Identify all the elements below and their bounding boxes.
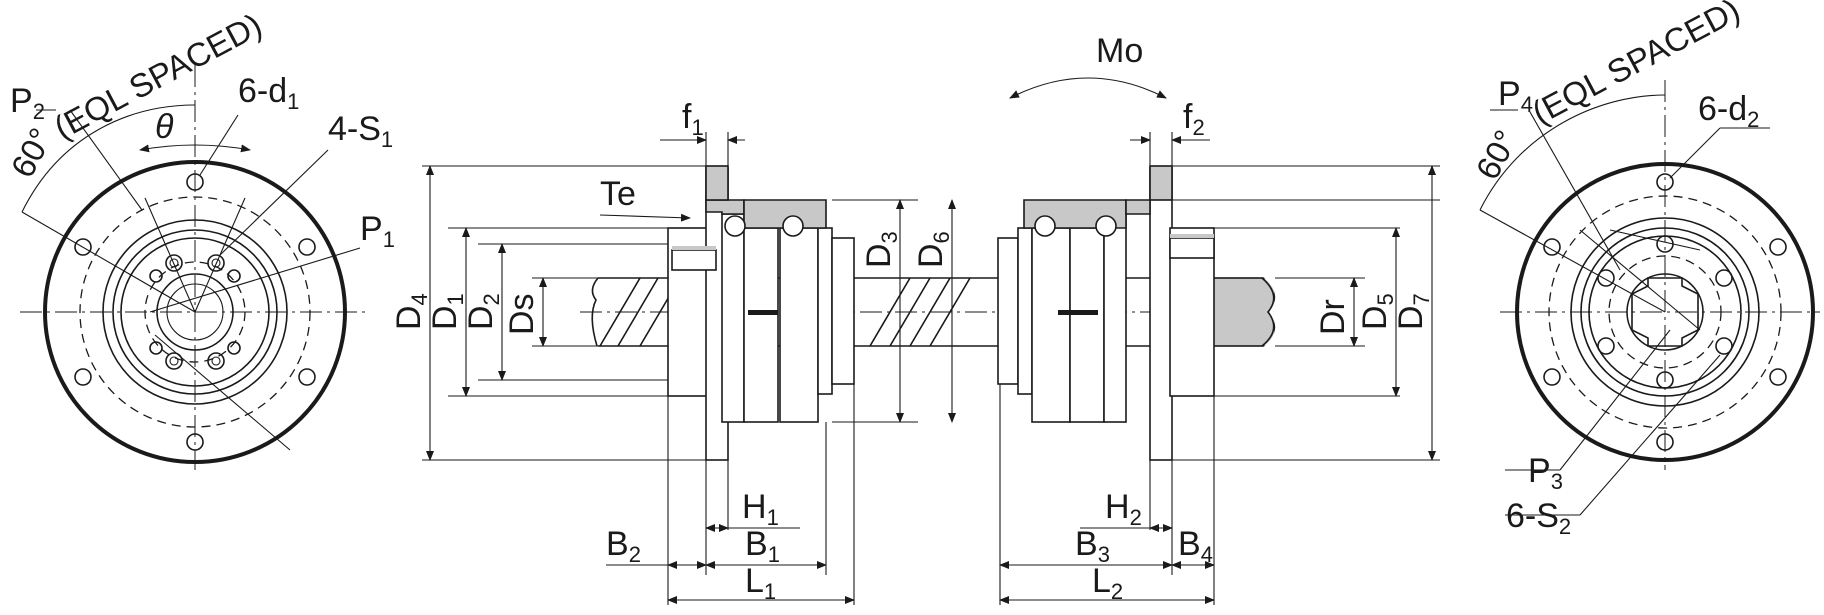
left-tapped-holes bbox=[149, 254, 241, 370]
left-end-labels: P2 60° (EQL SPACED) 6-d1 θ 4-S1 P1 bbox=[4, 6, 395, 252]
label-d3: D3 bbox=[860, 231, 902, 268]
label-p4: P4 bbox=[1498, 75, 1533, 117]
label-d6: D6 bbox=[912, 231, 954, 268]
label-6-s2: 6-S2 bbox=[1506, 497, 1571, 539]
label-d1: D1 bbox=[426, 293, 468, 330]
left-nut-assembly bbox=[667, 165, 855, 461]
right-bolt-circle bbox=[1548, 195, 1782, 429]
label-mo: Mo bbox=[1096, 32, 1143, 70]
label-d4: D4 bbox=[390, 293, 432, 330]
left-flange-outer bbox=[43, 160, 347, 464]
label-60deg-left: 60° bbox=[4, 122, 60, 183]
label-l1: L1 bbox=[745, 562, 776, 604]
right-tapped-holes bbox=[1597, 235, 1733, 389]
dimension-lines bbox=[422, 77, 1440, 605]
label-d2: D2 bbox=[462, 293, 504, 330]
right-flange-outer bbox=[1515, 162, 1815, 462]
label-h2: H2 bbox=[1105, 488, 1142, 530]
label-ds: Ds bbox=[503, 293, 541, 335]
right-nut-assembly bbox=[997, 165, 1215, 461]
label-b4: B4 bbox=[1178, 525, 1213, 567]
label-h1: H1 bbox=[742, 488, 779, 530]
label-4-s1: 4-S1 bbox=[328, 110, 393, 152]
center-side-view: Mo f1 Te D4 D1 D2 Ds D3 D6 H1 B2 B1 L1 f… bbox=[390, 32, 1440, 605]
moment-arc bbox=[1009, 77, 1167, 99]
label-f1: f1 bbox=[682, 98, 704, 140]
right-end-view bbox=[1479, 80, 1820, 516]
left-flange-holes bbox=[74, 173, 316, 451]
center-labels: Mo f1 Te D4 D1 D2 Ds D3 D6 H1 B2 B1 L1 f… bbox=[390, 32, 1434, 604]
right-flange-holes bbox=[1543, 173, 1787, 451]
label-dr: Dr bbox=[1314, 299, 1352, 335]
spline-shaft-shading bbox=[1204, 277, 1276, 347]
label-60deg-right: 60° bbox=[1469, 124, 1525, 185]
label-p1: P1 bbox=[360, 210, 395, 252]
label-te: Te bbox=[600, 175, 636, 213]
label-p2: P2 bbox=[10, 82, 45, 124]
label-p3: P3 bbox=[1528, 452, 1563, 494]
label-b2: B2 bbox=[606, 525, 641, 567]
label-f2: f2 bbox=[1183, 98, 1205, 140]
label-l2: L2 bbox=[1092, 562, 1123, 604]
right-end-labels: P4 60° (EQL SPACED) 6-d2 P3 6-S2 bbox=[1469, 0, 1760, 539]
label-b3: B3 bbox=[1075, 525, 1110, 567]
label-6-d1: 6-d1 bbox=[238, 72, 299, 114]
label-6-d2: 6-d2 bbox=[1698, 90, 1759, 132]
left-end-view bbox=[20, 65, 370, 470]
label-theta: θ bbox=[155, 108, 174, 146]
left-bolt-circle bbox=[79, 196, 311, 428]
label-d7: D7 bbox=[1392, 293, 1434, 330]
label-b1: B1 bbox=[745, 525, 780, 567]
label-d5: D5 bbox=[1356, 293, 1398, 330]
